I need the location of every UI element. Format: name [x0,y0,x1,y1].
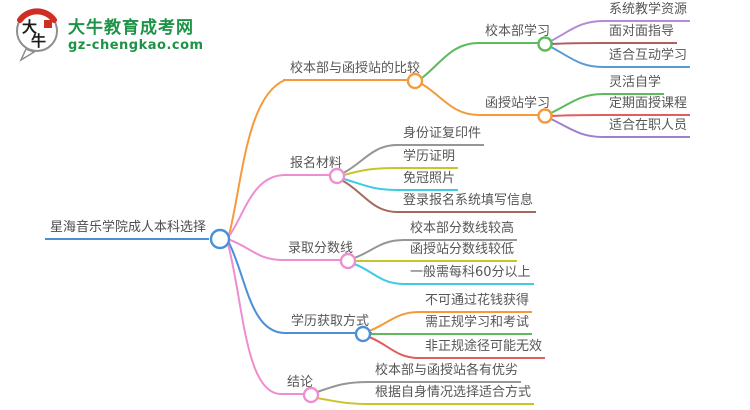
node-station-score-lower: 函授站分数线较低 [403,242,518,262]
node-60-points-per-subject: 一般需每科60分以上 [403,265,534,285]
edge-to-campus-score-higher [353,239,405,259]
edge-comparison-to-station-study [421,83,480,116]
edge-to-regular-courses [551,114,604,117]
node-suitable-for-working-people: 适合在职人员 [602,118,691,138]
bubble-char-1: 大 [22,18,37,36]
node-regular-face-to-face-courses: 定期面授课程 [602,96,691,116]
edge-root-to-score-line [229,239,283,261]
edge-to-both-have-pros-cons [316,381,370,393]
node-online-registration-info: 登录报名系统填写信息 [396,193,537,213]
edge-to-cannot-buy [368,311,420,332]
node-campus-score-higher: 校本部分数线较高 [403,221,518,241]
edge-root-to-materials [228,174,286,237]
edge-to-online-registration-info [342,180,398,213]
edge-to-suitable-interactive-learning [550,46,604,68]
logo-bubble-icon: 大 牛 [16,8,58,62]
node-formal-study-exam-required: 需正规学习和考试 [418,315,533,335]
edge-root-to-diploma-method [228,242,286,334]
edge-to-bareheaded-photo [343,178,398,191]
node-correspondence-station-study: 函授站学习 [478,96,554,116]
edge-to-face-to-face-guidance [551,42,604,45]
node-id-card-copy: 身份证复印件 [396,126,485,146]
site-url: gz-chengkao.com [68,37,204,53]
edge-root-to-comparison [228,79,286,236]
node-campus-study: 校本部学习 [478,24,554,44]
node-circle-root [209,228,231,250]
edge-to-education-certificate [343,167,398,176]
edge-to-informal-invalid [368,336,420,359]
node-diploma-acquisition-method: 学历获取方式 [284,314,373,334]
edge-to-60-points [353,263,405,285]
red-seal [44,20,52,28]
node-flexible-self-study: 灵活自学 [602,75,665,95]
node-root: 星海音乐学院成人本科选择 [45,220,210,240]
edge-to-choose-by-situation [316,397,370,405]
node-cannot-buy-diploma: 不可通过花钱获得 [418,293,533,313]
node-admission-score-line: 录取分数线 [281,241,357,261]
node-choose-by-own-situation: 根据自身情况选择适合方式 [368,385,535,405]
site-name: 大牛教育成考网 [68,17,194,38]
node-campus-vs-station-comparison: 校本部与函授站的比较 [283,61,424,81]
node-informal-channels-invalid: 非正规途径可能无效 [418,339,546,359]
node-face-to-face-guidance: 面对面指导 [602,24,678,44]
node-registration-materials: 报名材料 [283,156,346,176]
site-logo: 大 牛 大牛教育成考网 gz-chengkao.com [14,8,204,62]
node-bareheaded-photo: 免冠照片 [396,171,459,191]
node-conclusion: 结论 [280,375,317,395]
edge-to-id-card-copy [342,144,398,174]
node-systematic-teaching-resources: 系统教学资源 [602,2,691,22]
node-both-have-pros-cons: 校本部与函授站各有优劣 [368,363,522,383]
edge-comparison-to-campus-study [421,42,480,79]
node-education-certificate: 学历证明 [396,149,459,169]
bubble-red-arc [17,8,57,23]
edge-to-suitable-working-people [550,118,604,138]
edge-to-systematic-teaching-resources [550,20,604,42]
edge-to-flexible-self-study [550,93,604,114]
bubble-char-2: 牛 [31,32,46,50]
edge-root-to-conclusion [227,243,282,395]
node-suitable-interactive-learning: 适合互动学习 [602,48,691,68]
